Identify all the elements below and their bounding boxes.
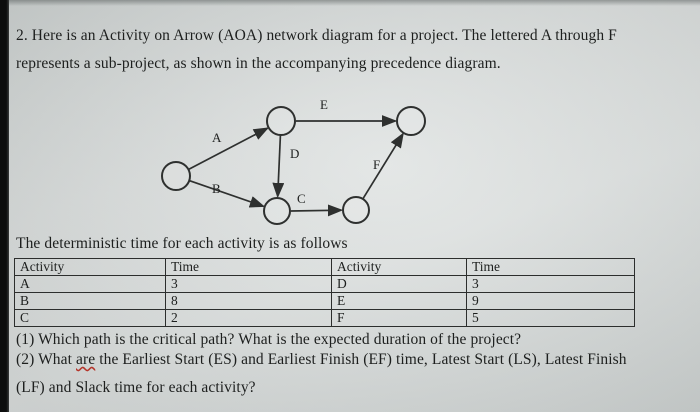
intro-line-1: 2. Here is an Activity on Arrow (AOA) ne… — [16, 27, 617, 44]
question-2-line-2: (LF) and Slack time for each activity? — [16, 379, 256, 396]
cell-activity: F — [331, 309, 467, 327]
header-activity-2: Activity — [331, 258, 467, 276]
header-activity-1: Activity — [14, 258, 166, 276]
cell-time: 3 — [466, 275, 635, 293]
question-2-underlined-word: are — [76, 351, 96, 368]
activity-f-label: F — [373, 157, 380, 172]
node-bottom — [263, 197, 291, 225]
node-bottom-right — [342, 196, 370, 224]
cell-time: 2 — [165, 309, 332, 327]
table-row: A 3 D 3 — [14, 275, 635, 293]
question-2-pre: (2) What — [16, 351, 77, 368]
question-1: (1) Which path is the critical path? Wha… — [16, 331, 522, 348]
header-time-2: Time — [466, 258, 635, 276]
cell-activity: B — [14, 292, 166, 310]
activity-e-label: E — [320, 97, 328, 112]
cell-activity: C — [14, 309, 166, 327]
node-start — [161, 161, 191, 191]
node-top-right — [396, 106, 426, 136]
intro-line-2: represents a sub-project, as shown in th… — [16, 55, 501, 72]
cell-time: 3 — [165, 275, 332, 293]
cell-activity: E — [331, 292, 467, 310]
activity-c-label: C — [297, 191, 306, 206]
cell-time: 9 — [466, 292, 635, 310]
activity-c-arrow — [290, 204, 344, 217]
table-row: C 2 F 5 — [14, 309, 635, 327]
activity-d-label: D — [290, 146, 299, 161]
activity-f-arrow — [362, 132, 404, 200]
times-table: Activity Time Activity Time A 3 D 3 B 8 … — [14, 258, 635, 327]
table-intro: The deterministic time for each activity… — [16, 235, 348, 252]
node-top — [266, 106, 296, 136]
table-header-row: Activity Time Activity Time — [14, 258, 635, 276]
header-time-1: Time — [165, 258, 332, 276]
photo-edge-left — [0, 0, 9, 412]
activity-b-label: B — [212, 181, 221, 196]
activity-d-arrow — [272, 135, 285, 199]
activity-b-arrow — [188, 179, 266, 208]
activity-a-arrow — [188, 127, 270, 171]
activity-a-label: A — [212, 130, 222, 145]
cell-activity: D — [331, 275, 467, 293]
photo-edge-top — [9, 0, 700, 6]
cell-time: 8 — [165, 292, 332, 310]
question-2-post: the Earliest Start (ES) and Earliest Fin… — [95, 351, 627, 368]
cell-time: 5 — [466, 309, 635, 327]
cell-activity: A — [14, 275, 166, 293]
table-row: B 8 E 9 — [14, 292, 635, 310]
question-2-line-1: (2) What are the Earliest Start (ES) and… — [16, 349, 692, 371]
